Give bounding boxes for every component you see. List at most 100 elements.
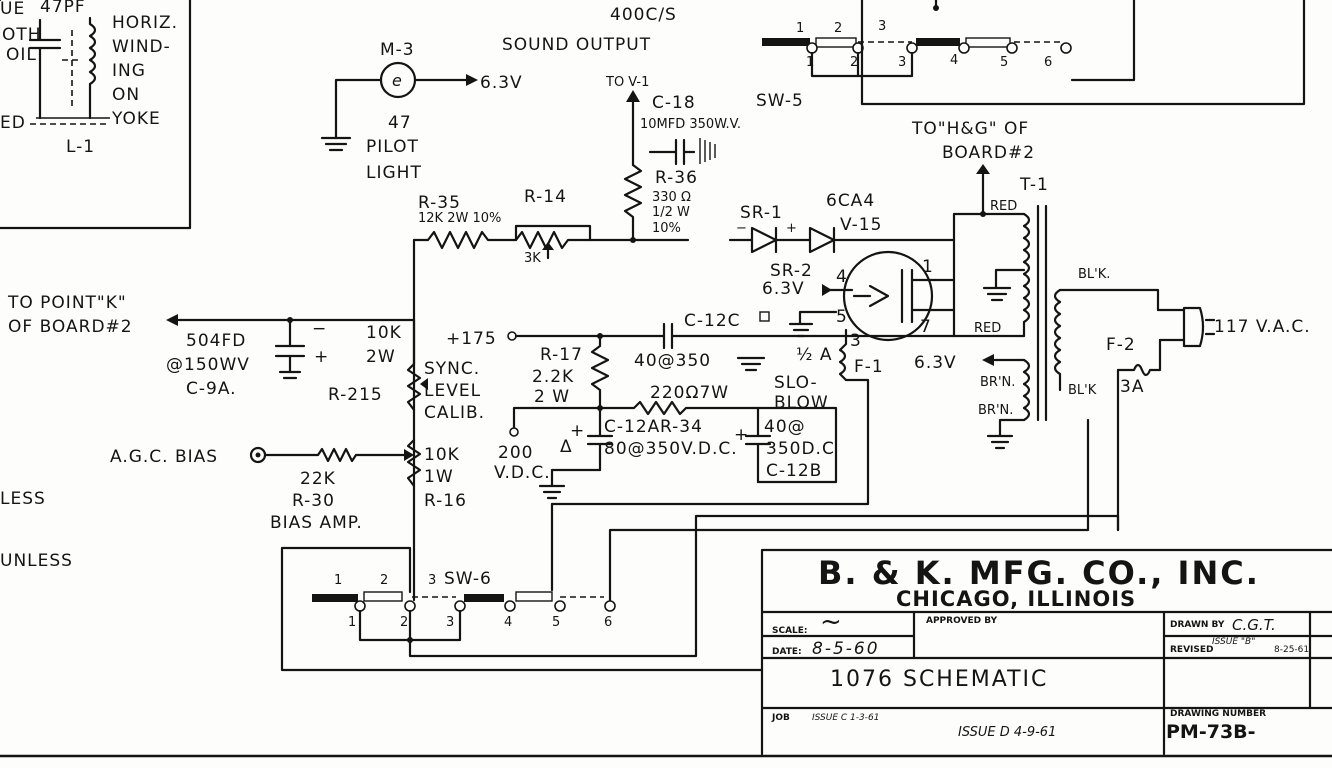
pilot-line-1: 47: [388, 113, 412, 133]
sw6-lower-6: 6: [604, 615, 612, 630]
vdc200-line-1: 200: [498, 443, 533, 463]
agc-ref: R-30: [292, 491, 335, 511]
c18-to: TO V-1: [605, 75, 649, 90]
label-47pf: 47PF: [40, 0, 86, 17]
fuse1-type-2: BLOW: [774, 393, 829, 413]
label-l1: L-1: [66, 137, 95, 157]
horiz-line-3: ING: [112, 61, 146, 81]
c12b-value-1: 40@: [764, 417, 806, 437]
note-unless: UNLESS: [0, 551, 73, 571]
r17-ref: R-17: [540, 345, 583, 365]
sr1-plus: +: [786, 221, 797, 236]
agc-value: 22K: [300, 469, 336, 489]
mains-fuse: F-2: [1106, 335, 1136, 355]
r35-ref: R-35: [418, 193, 461, 213]
c9a-ref: C-9A.: [186, 379, 237, 399]
sw6-upper-2: 2: [380, 573, 388, 588]
r36-line-1: 330 Ω: [652, 190, 691, 205]
r14-value: 3K: [524, 251, 541, 266]
t1-red-2: RED: [974, 321, 1001, 336]
r16-value-1: 10K: [424, 445, 460, 465]
agc-bias-network: A.G.C. BIAS 22K R-30 BIAS AMP. 10K 1W R-…: [110, 438, 467, 533]
point-k-line-2: OF BOARD#2: [8, 317, 133, 337]
t1-brn-1: BR'N.: [980, 375, 1015, 390]
r36-ref: R-36: [655, 168, 698, 188]
mains-voltage: 117 V.A.C.: [1214, 317, 1311, 337]
c9a-plus: +: [314, 347, 329, 367]
c9a-value: 504FD: [186, 331, 246, 351]
t1-v63: 6.3V: [914, 353, 957, 373]
title-block: B. & K. MFG. CO., INC. CHICAGO, ILLINOIS…: [0, 548, 1332, 758]
c12a-plus: +: [570, 421, 585, 441]
c18-r36-network: TO V-1 C-18 10MFD 350W.V. R-36 330 Ω 1/2…: [605, 75, 741, 242]
note-less: LESS: [0, 489, 46, 509]
sw5-lower-2: 2: [850, 55, 858, 70]
transformer-t1: TO"H&G" OF BOARD#2 T-1 RED RED 6.3V BR'N…: [911, 119, 1311, 532]
date-value: 8-5-60: [812, 639, 880, 659]
label-oil: OIL: [6, 45, 37, 65]
rectifier-stage: SR-1 6CA4 V-15 − + SR-2 6.3V 4 1 7 5 3 ½…: [550, 191, 956, 506]
r215-func-3: CALIB.: [424, 403, 485, 423]
vdc200-line-2: V.D.C.: [494, 463, 551, 483]
sw5-switch: 1 2 3 1 2 3 4 5 6 SW-5: [756, 0, 1306, 111]
c18-value: 10MFD 350W.V.: [640, 117, 741, 132]
tube-pin-1: 1: [922, 257, 934, 277]
r215-value-2: 2W: [366, 347, 396, 367]
horizontal-yoke-block: UE 47PF OTH OIL ED HORIZ. WIND- ING ON Y…: [0, 0, 192, 230]
r34-ref: R-34: [660, 417, 703, 437]
b175-label: +175: [446, 329, 497, 349]
board-ref-line-2: BOARD#2: [942, 143, 1035, 163]
pilot-line-2: PILOT: [366, 137, 419, 157]
r215-value-1: 10K: [366, 323, 402, 343]
r36-line-3: 10%: [652, 221, 681, 236]
agc-label: A.G.C. BIAS: [110, 447, 218, 467]
approved-label: APPROVED BY: [926, 616, 998, 626]
t1-ref: T-1: [1019, 175, 1049, 195]
r215-func-1: SYNC.: [424, 359, 480, 379]
c9a-rating: @150WV: [166, 355, 250, 375]
sw5-lower-6: 6: [1044, 55, 1052, 70]
sw6-lower-1: 1: [348, 615, 356, 630]
issue-d: ISSUE D 4-9-61: [958, 725, 1056, 740]
sw5-upper-2: 2: [834, 21, 842, 36]
drawing-number-label: DRAWING NUMBER: [1170, 709, 1266, 719]
c12a-ref: C-12A: [604, 417, 660, 437]
r215-ref: R-215: [328, 385, 383, 405]
tube-pin-7: 7: [920, 317, 932, 337]
svg-text:e: e: [392, 71, 402, 90]
t1-blk-1: BL'K.: [1078, 267, 1110, 282]
t1-brn-2: BR'N.: [978, 403, 1013, 418]
c9a-network: TO POINT"K" OF BOARD#2 − + 504FD @150WV …: [7, 293, 416, 399]
c12c-ref: C-12C: [684, 311, 741, 331]
r14-ref: R-14: [524, 187, 567, 207]
sound-line-1: 400C/S: [610, 5, 677, 25]
horiz-line-4: ON: [112, 85, 140, 105]
fuse1-rating: ½ A: [796, 345, 833, 365]
r215-sync-calib: 10K 2W R-215 SYNC. LEVEL CALIB.: [328, 323, 485, 423]
r17-watt: 2 W: [534, 387, 570, 407]
revised-label: REVISED: [1170, 645, 1214, 655]
r215-func-2: LEVEL: [424, 381, 481, 401]
drawing-number: PM-73B-: [1166, 721, 1256, 743]
drawn-value: C.G.T.: [1232, 616, 1276, 634]
label-oth: OTH: [2, 25, 42, 45]
sound-line-2: SOUND OUTPUT: [502, 35, 651, 55]
sr1-ref: SR-1: [740, 203, 783, 223]
board-ref-line-1: TO"H&G" OF: [911, 119, 1029, 139]
sw5-lower-3: 3: [898, 55, 906, 70]
c12b-value-2: 350D.C: [766, 439, 835, 459]
sw5-upper-1: 1: [796, 21, 804, 36]
tube-type: 6CA4: [826, 191, 875, 211]
c12b-ref: C-12B: [766, 461, 822, 481]
r16-ref: R-16: [424, 491, 467, 511]
r36-line-2: 1/2 W: [652, 205, 690, 220]
sw5-lower-5: 5: [1000, 55, 1008, 70]
sw6-lower-5: 5: [552, 615, 560, 630]
pilot-line-3: LIGHT: [366, 163, 422, 183]
company-name: B. & K. MFG. CO., INC.: [818, 554, 1260, 592]
issue-b-date: 8-25-61: [1274, 645, 1309, 655]
sw6-lower-4: 4: [504, 615, 512, 630]
c12c-value: 40@350: [634, 351, 711, 371]
sw5-lower-1: 1: [806, 55, 814, 70]
